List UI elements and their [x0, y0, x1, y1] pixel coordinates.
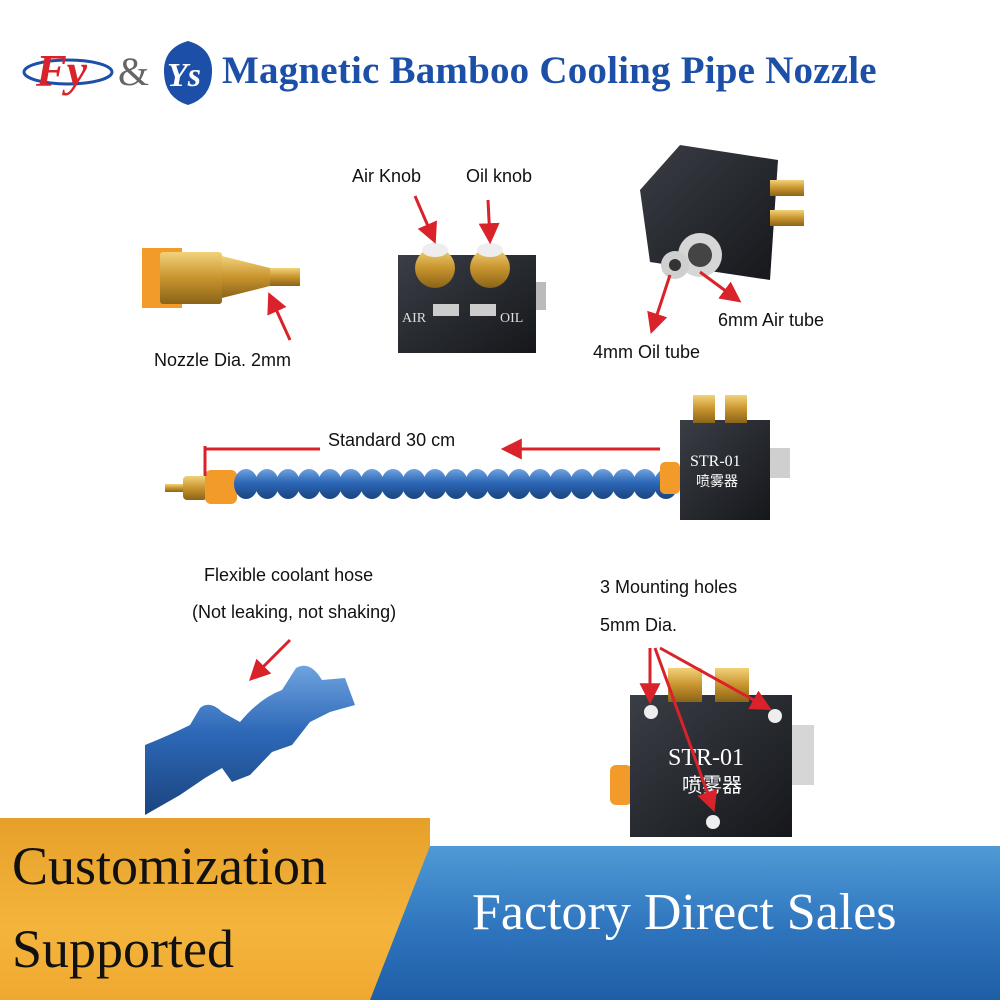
side-block — [640, 145, 804, 280]
hose-segment — [528, 469, 552, 499]
chinese-text-small: 喷雾器 — [696, 474, 738, 490]
not-leaking-label: (Not leaking, not shaking) — [192, 602, 397, 622]
knob-block: AIR OIL — [398, 243, 546, 353]
customization-text: Customization — [12, 836, 327, 896]
hose-segment — [297, 469, 321, 499]
hose-segment — [444, 469, 468, 499]
hose-segment — [360, 469, 384, 499]
air-knob-label: Air Knob — [352, 166, 422, 186]
mounting-block: STR-01 喷雾器 — [610, 668, 814, 837]
oil-knob-arrow — [478, 199, 500, 245]
hose-segment — [549, 469, 573, 499]
air-tube-label: 6mm Air tube — [718, 310, 825, 330]
hole-dia-label: 5mm Dia. — [600, 615, 678, 635]
hose-segment — [612, 469, 636, 499]
hose-segment — [255, 469, 279, 499]
hose-segment — [486, 469, 510, 499]
page-title: Magnetic Bamboo Cooling Pipe Nozzle — [222, 49, 877, 92]
standard-length-label: Standard 30 cm — [328, 430, 456, 450]
hose-segment — [234, 469, 258, 499]
hose-segment — [591, 469, 615, 499]
hose-segment — [318, 469, 342, 499]
model-text-large: STR-01 — [668, 745, 744, 771]
footer-orange-panel — [0, 818, 430, 1000]
model-text-small: STR-01 — [690, 453, 741, 470]
oil-tube-label: 4mm Oil tube — [593, 342, 701, 362]
hose-assembly: STR-01 喷雾器 — [165, 395, 790, 520]
oil-knob-label: Oil knob — [466, 166, 533, 186]
air-tube-arrow — [699, 270, 742, 303]
ys-logo-text: Ys — [167, 57, 201, 94]
nozzle-arrow — [267, 292, 292, 341]
ampersand: & — [118, 49, 150, 94]
oil-mark: OIL — [500, 311, 523, 326]
fy-logo-text: Fy — [35, 45, 88, 96]
hose-segment — [381, 469, 405, 499]
hose-segment — [633, 469, 657, 499]
air-mark: AIR — [402, 311, 427, 326]
air-knob-arrow — [413, 195, 437, 244]
mounting-holes-label: 3 Mounting holes — [600, 577, 738, 597]
chinese-text-large: 喷雾器 — [682, 773, 742, 797]
hose-segment — [423, 469, 447, 499]
footer-blue-panel — [370, 846, 1000, 1000]
hose-closeup — [145, 665, 355, 815]
hole-arrow-2 — [653, 647, 718, 812]
hose-segment — [402, 469, 426, 499]
hole-arrow-3 — [659, 646, 772, 711]
ys-logo: Ys — [163, 41, 213, 105]
nozzle-dia-label: Nozzle Dia. 2mm — [154, 350, 292, 370]
oil-tube-arrow — [647, 274, 672, 334]
hose-segment — [465, 469, 489, 499]
hose-segment — [507, 469, 531, 499]
factory-direct-sales-text: Factory Direct Sales — [472, 884, 897, 941]
hose-segment — [339, 469, 363, 499]
fy-logo: Fy — [22, 45, 114, 96]
hose-segment — [570, 469, 594, 499]
supported-text: Supported — [12, 919, 234, 979]
hose-segment — [276, 469, 300, 499]
hose-arrow — [249, 638, 292, 681]
nozzle-closeup — [142, 248, 300, 308]
flexible-hose-label: Flexible coolant hose — [204, 565, 374, 585]
